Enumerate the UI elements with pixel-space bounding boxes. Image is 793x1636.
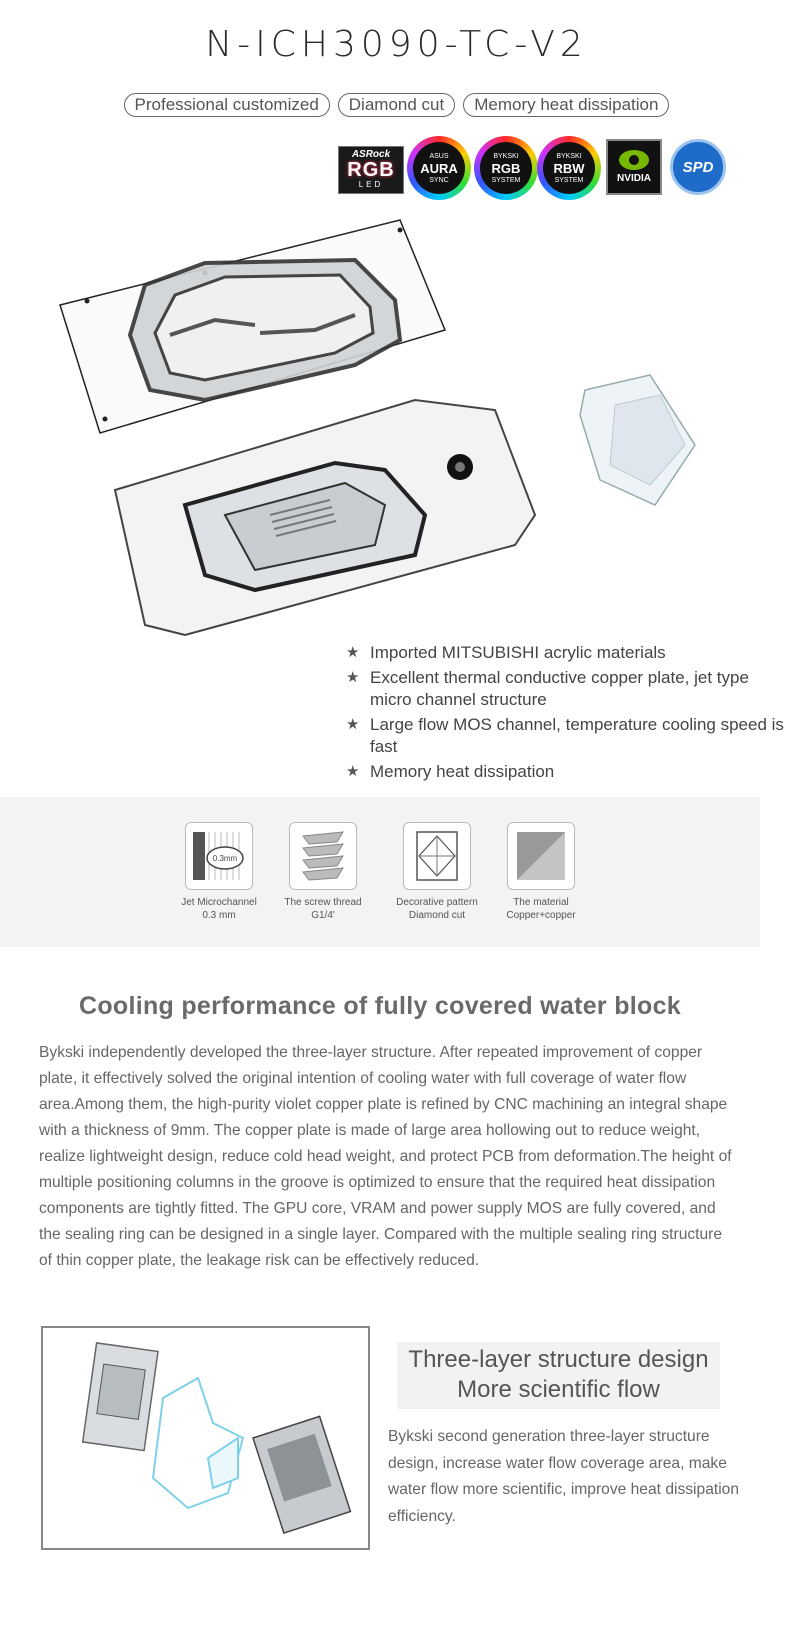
bykski-rgb-logo: BYKSKI RGB SYSTEM bbox=[474, 136, 538, 200]
screw-thread-icon bbox=[289, 822, 357, 890]
section-body: Bykski independently developed the three… bbox=[39, 1044, 732, 1269]
feature-item: ★Large flow MOS channel, temperature coo… bbox=[346, 715, 784, 756]
asus-aura-logo: ASUS AURA SYNC bbox=[407, 136, 471, 200]
structure-title-line2: More scientific flow bbox=[457, 1376, 660, 1403]
structure-banner: Three-layer structure design More scient… bbox=[397, 1342, 720, 1409]
bykski-rbw-logo: BYKSKI RBW SYSTEM bbox=[537, 136, 601, 200]
structure-title-line1: Three-layer structure design bbox=[408, 1346, 709, 1373]
feature-item: ★Excellent thermal conductive copper pla… bbox=[346, 668, 749, 709]
asrock-rgb-logo: ASRock RGB LED bbox=[338, 146, 404, 194]
star-icon: ★ bbox=[346, 644, 360, 661]
tag-diamond-cut: Diamond cut bbox=[337, 93, 456, 117]
feature-tags: Professional customized Diamond cut Memo… bbox=[0, 93, 793, 117]
three-layer-image bbox=[41, 1326, 370, 1550]
nvidia-logo: NVIDIA bbox=[606, 139, 662, 195]
section-heading: Cooling performance of fully covered wat… bbox=[78, 992, 682, 1020]
product-title: N-ICH3090-TC-V2 bbox=[205, 24, 588, 65]
spd-logo: SPD bbox=[670, 139, 726, 195]
microchannel-icon: 0.3mm bbox=[185, 822, 253, 890]
tag-memory-heat: Memory heat dissipation bbox=[463, 93, 670, 117]
material-icon bbox=[507, 822, 575, 890]
feature-list: ★Imported MITSUBISHI acrylic materials ★… bbox=[346, 642, 786, 786]
star-icon: ★ bbox=[346, 763, 360, 780]
feature-item: ★Imported MITSUBISHI acrylic materials bbox=[346, 643, 666, 662]
product-exploded-image bbox=[59, 219, 696, 637]
diamond-icon bbox=[403, 822, 471, 890]
structure-description: Bykski second generation three-layer str… bbox=[388, 1428, 740, 1525]
svg-text:0.3mm: 0.3mm bbox=[213, 854, 238, 863]
star-icon: ★ bbox=[346, 716, 360, 733]
feature-item: ★Memory heat dissipation bbox=[346, 762, 555, 781]
nvidia-eye-icon bbox=[619, 150, 649, 170]
star-icon: ★ bbox=[346, 669, 360, 686]
tag-professional: Professional customized bbox=[123, 93, 330, 117]
